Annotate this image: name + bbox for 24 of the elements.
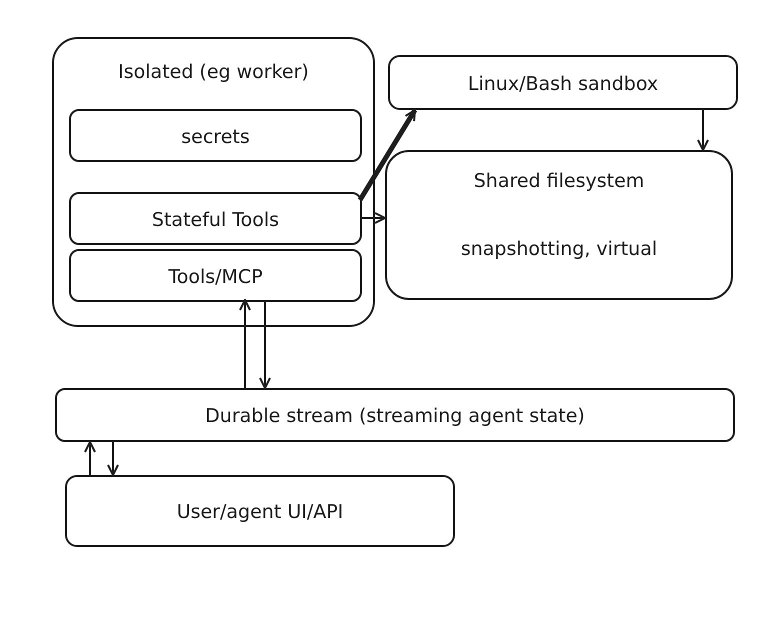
arrow xyxy=(239,299,251,388)
box-label: Linux/Bash sandbox xyxy=(466,72,660,94)
box-label: Shared filesystem xyxy=(472,170,646,192)
container-box xyxy=(52,37,375,327)
process-box xyxy=(55,388,735,442)
box-body-text: snapshotting, virtual xyxy=(460,238,658,260)
arrow xyxy=(107,442,119,476)
box-label: Stateful Tools xyxy=(150,208,280,230)
process-box xyxy=(69,249,362,302)
box-label: Isolated (eg worker) xyxy=(117,61,310,83)
arrow xyxy=(259,300,271,389)
box-label: Tools/MCP xyxy=(167,266,264,288)
arrow xyxy=(84,441,96,475)
box-label: secrets xyxy=(180,126,251,148)
process-box xyxy=(65,475,455,547)
box-label: User/agent UI/API xyxy=(176,501,344,523)
process-box xyxy=(388,55,738,110)
box-label: Durable stream (streaming agent state) xyxy=(204,405,586,427)
process-box xyxy=(69,192,362,245)
arrow xyxy=(358,108,418,202)
process-box xyxy=(385,150,733,300)
arrow xyxy=(697,110,709,151)
arrow xyxy=(360,212,386,224)
process-box xyxy=(69,109,362,162)
